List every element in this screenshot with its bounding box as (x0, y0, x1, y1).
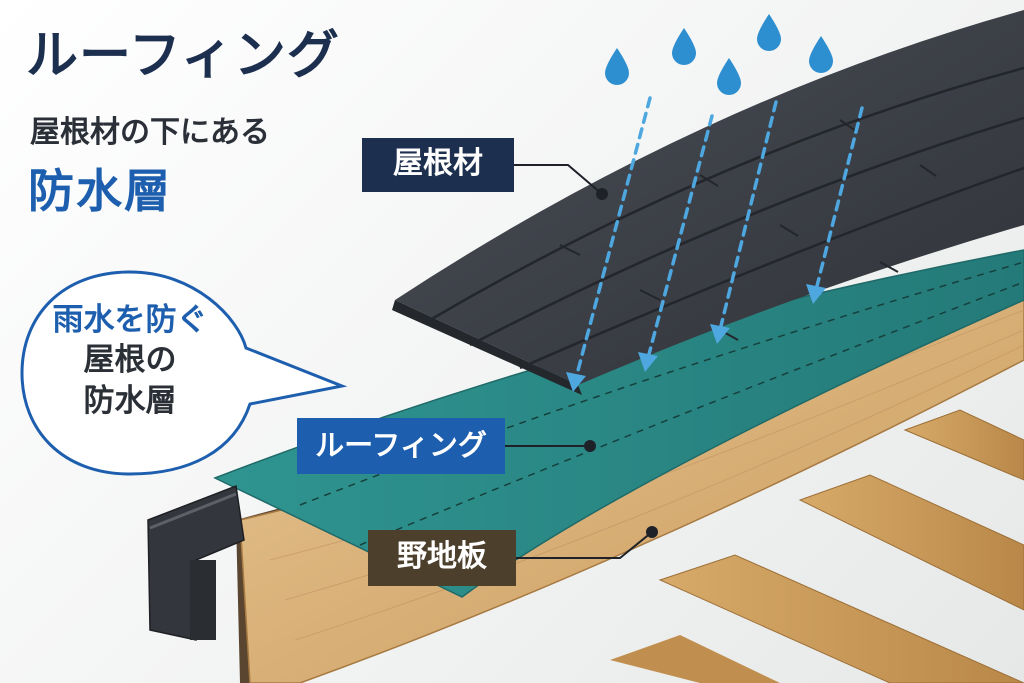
label-sheathing: 野地板 (368, 530, 516, 586)
shingle-joints (559, 119, 937, 341)
raindrop-icon (809, 36, 833, 73)
leader-line-sheathing (516, 531, 653, 559)
leader-dots (584, 188, 658, 538)
leader-lines (505, 164, 653, 559)
rafter-beam (798, 474, 1024, 611)
roofing-membrane (213, 249, 1024, 598)
rain-arrow (718, 100, 778, 332)
raindrops (605, 14, 833, 95)
rafter-beam-front (610, 635, 780, 683)
label-roofing-material: 屋根材 (362, 138, 514, 192)
raindrop-icon (672, 28, 696, 65)
rafter-beam (903, 409, 1024, 481)
page-subtitle: 屋根材の下にある (30, 115, 270, 150)
rafter-beams (610, 409, 1024, 683)
rain-arrows (574, 96, 864, 380)
page-title: ルーフィング (26, 26, 340, 86)
membrane-guide-lines (299, 261, 1024, 546)
speech-bubble-line-1: 雨水を防ぐ (52, 302, 208, 338)
shingle-front-edge (392, 300, 582, 395)
gutter-icon (147, 484, 245, 641)
rain-arrowheads (566, 284, 826, 392)
raindrop-icon (605, 48, 629, 85)
speech-bubble-line-3: 防水層 (83, 382, 177, 419)
shingle-field (395, 10, 1024, 385)
raindrop-icon (757, 14, 781, 51)
raindrop-icon (717, 58, 741, 95)
rain-arrow (646, 114, 714, 360)
rain-arrow (814, 106, 864, 292)
speech-bubble (20, 270, 348, 476)
page-headline: 防水層 (28, 164, 172, 218)
rafter-beam (658, 554, 1024, 683)
speech-bubble-line-2: 屋根の (83, 342, 177, 379)
rain-arrow (574, 96, 652, 380)
leader-line-roofing-material (514, 164, 603, 195)
label-roofing: ルーフィング (297, 418, 505, 474)
speech-bubble-text: 雨水を防ぐ 屋根の 防水層 (30, 300, 230, 421)
